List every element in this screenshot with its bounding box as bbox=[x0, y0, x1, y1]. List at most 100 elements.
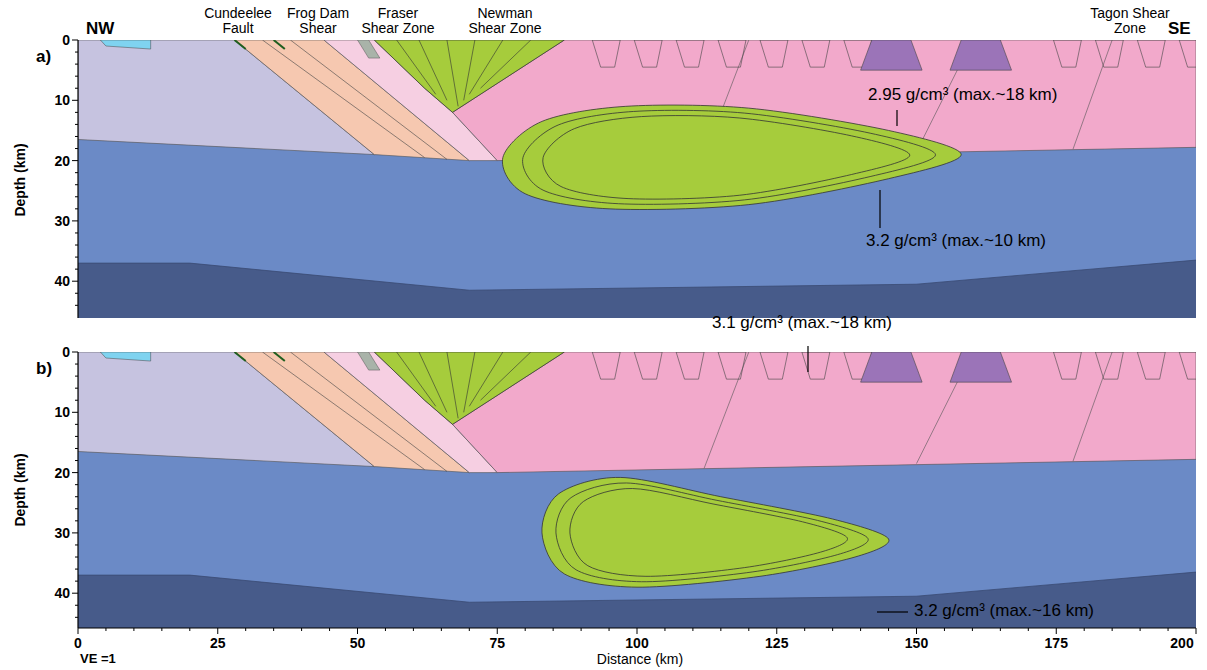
pluton-outline bbox=[592, 352, 620, 379]
axis-tick bbox=[72, 281, 78, 282]
tick-label: 30 bbox=[54, 214, 70, 229]
axis-tick bbox=[75, 520, 78, 521]
axis-tick bbox=[217, 628, 218, 634]
axis-tick bbox=[75, 484, 78, 485]
pluton-outline bbox=[634, 40, 662, 67]
tick-label: 0 bbox=[62, 33, 70, 48]
axis-tick bbox=[75, 460, 78, 461]
axis-tick bbox=[273, 628, 274, 631]
leader-line bbox=[896, 110, 897, 126]
axis-tick bbox=[357, 628, 358, 634]
axis-tick bbox=[75, 208, 78, 209]
dense-body bbox=[502, 105, 961, 209]
tick-label: 20 bbox=[54, 465, 70, 480]
tick-label: 25 bbox=[210, 636, 226, 651]
axis-tick bbox=[1028, 628, 1029, 631]
axis-tick bbox=[75, 557, 78, 558]
axis-tick bbox=[72, 160, 78, 161]
pluton-outline bbox=[760, 352, 788, 379]
axis-title: Depth (km) bbox=[13, 143, 28, 216]
axis-tick bbox=[72, 593, 78, 594]
axis-tick bbox=[75, 88, 78, 89]
axis-tick bbox=[441, 628, 442, 631]
shear-line bbox=[1073, 40, 1112, 149]
tick-label: 175 bbox=[1045, 636, 1068, 651]
axis-tick bbox=[301, 628, 302, 631]
axis-tick bbox=[75, 305, 78, 306]
lower-crust bbox=[78, 451, 1196, 602]
pluton-outline bbox=[676, 40, 704, 67]
tick-label: 30 bbox=[54, 526, 70, 541]
axis-tick bbox=[776, 628, 777, 634]
shear-line bbox=[1073, 352, 1112, 461]
axis-tick bbox=[75, 172, 78, 173]
axis-tick bbox=[75, 436, 78, 437]
density-label: 3.2 g/cm³ (max.~16 km) bbox=[914, 602, 1094, 620]
fault-trace bbox=[235, 352, 246, 361]
tick-label: 20 bbox=[54, 153, 70, 168]
wedge-line bbox=[464, 352, 475, 412]
fault-name: Newman Shear Zone bbox=[462, 6, 548, 35]
small-body bbox=[100, 352, 150, 361]
panel-letter: b) bbox=[36, 360, 52, 378]
pluton-outline bbox=[1137, 40, 1165, 67]
tick-label: 10 bbox=[54, 405, 70, 420]
tick-label: 50 bbox=[350, 636, 366, 651]
axis-tick bbox=[75, 184, 78, 185]
wedge-line bbox=[469, 40, 503, 94]
wedge-line bbox=[447, 352, 458, 418]
axis-tick bbox=[72, 220, 78, 221]
axis-tick bbox=[78, 628, 79, 634]
axis-tick bbox=[1112, 628, 1113, 631]
axis-tick bbox=[525, 628, 526, 631]
fault-name: Cundeelee Fault bbox=[199, 6, 277, 35]
pluton-outline bbox=[676, 352, 704, 379]
terrane-pink bbox=[453, 352, 1196, 473]
section-panel bbox=[72, 40, 1207, 342]
shear-line bbox=[290, 40, 447, 159]
axis-tick bbox=[664, 628, 665, 631]
axis-tick bbox=[72, 100, 78, 101]
axis-tick bbox=[75, 581, 78, 582]
density-label: 3.1 g/cm³ (max.~18 km) bbox=[712, 314, 892, 332]
shear-line bbox=[290, 352, 447, 471]
pluton-outline bbox=[1137, 352, 1165, 379]
axis-tick bbox=[72, 472, 78, 473]
fault-trace bbox=[274, 352, 285, 361]
axis-tick bbox=[75, 52, 78, 53]
wedge-line bbox=[397, 352, 436, 406]
leader-line bbox=[807, 346, 808, 372]
dense-body bbox=[542, 477, 889, 587]
axis-tick bbox=[72, 412, 78, 413]
purple-pluton bbox=[950, 40, 1011, 70]
axis-tick bbox=[1168, 628, 1169, 631]
axis-tick bbox=[75, 424, 78, 425]
axis-tick bbox=[75, 124, 78, 125]
axis-tick bbox=[75, 569, 78, 570]
dense-body bbox=[543, 116, 910, 200]
axis-tick bbox=[75, 448, 78, 449]
axis-tick bbox=[75, 76, 78, 77]
pluton-outline bbox=[1179, 352, 1196, 379]
axis-tick bbox=[105, 628, 106, 631]
pluton-outline bbox=[718, 40, 746, 67]
axis-tick bbox=[804, 628, 805, 631]
shear-line bbox=[704, 352, 749, 468]
depth-axis bbox=[77, 352, 78, 628]
fraser-wedge bbox=[374, 40, 564, 112]
axis-tick bbox=[75, 257, 78, 258]
fault-name: Fraser Shear Zone bbox=[358, 6, 438, 35]
pluton-outline bbox=[1095, 40, 1123, 67]
axis-title: Distance (km) bbox=[597, 652, 683, 667]
axis-tick bbox=[1196, 628, 1197, 634]
dense-body bbox=[556, 483, 868, 582]
leader-line bbox=[877, 611, 908, 612]
axis-tick bbox=[1056, 628, 1057, 634]
pluton-outline bbox=[1095, 352, 1123, 379]
wedge-line bbox=[464, 40, 475, 100]
axis-tick bbox=[72, 532, 78, 533]
dense-body bbox=[570, 489, 848, 577]
axis-tick bbox=[469, 628, 470, 631]
axis-tick bbox=[1000, 628, 1001, 631]
small-body bbox=[100, 40, 150, 49]
